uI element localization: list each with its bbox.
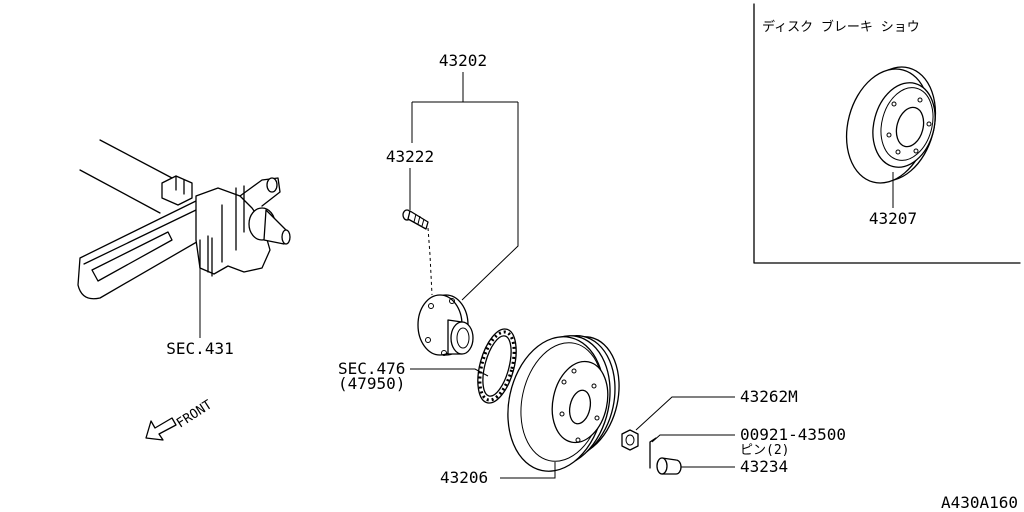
leader-pin [651,434,735,443]
disc-bolt-hole [926,121,932,127]
callout-labels: 43202 43222 SEC.431 SEC.476 (47950) 4320… [166,51,917,487]
callout-disc[interactable]: 43207 [869,209,917,228]
disc-bolt-hole [895,149,901,155]
sensor-ring-inner [482,335,512,397]
axle-rod-upper [99,139,173,179]
leader-sensor-section [410,368,489,377]
front-direction-indicator: FRONT [145,397,215,441]
callout-sensor-section-sub[interactable]: (47950) [338,374,405,393]
callout-hub-bolt[interactable]: 43222 [386,147,434,166]
leader-lines [199,72,894,479]
callout-pin-desc[interactable]: ピン(2) [740,443,789,458]
hub-bearing-face [450,321,474,355]
axle-beam [77,199,215,300]
disc-bolt-hole [917,97,923,103]
leader-hub-assembly [411,72,519,301]
callout-hub-assembly[interactable]: 43202 [439,51,487,70]
sensor-ring-teeth [478,330,516,402]
rear-axle-assembly [77,139,291,300]
drum-bolt-hole [594,415,600,421]
callout-pin-number[interactable]: 00921-43500 [740,425,846,444]
hub-assembly-drawing [417,294,474,356]
callout-drum[interactable]: 43206 [440,468,488,487]
drum-bolt-hole [561,379,567,385]
spindle-tip [281,229,291,245]
hub-cap-drawing [656,457,682,475]
disc-bolt-hole [913,148,919,154]
drum-center-hole [568,389,592,425]
axle-bracket [161,175,193,206]
callout-nut[interactable]: 43262M [740,387,798,406]
disc-bolt-hole [891,101,897,107]
inset-title: ディスク ブレーキ ショウ [762,19,920,35]
axle-beam-slot [91,231,173,282]
callout-cap[interactable]: 43234 [740,457,788,476]
callout-sensor-section[interactable]: SEC.476 [338,359,405,378]
hub-bolt-drawing [402,209,429,230]
hub-cap-face [656,457,668,475]
axle-rod-lower [79,169,161,214]
drum-bolt-hole [591,383,597,389]
brake-drum-drawing [507,335,620,472]
brake-disc-drawing [845,66,937,184]
hub-flange-hole [425,337,431,343]
disc-hat-inner [880,87,934,161]
front-arrow-icon [145,417,177,441]
hub-nut-drawing [621,429,639,451]
knuckle-arm [239,177,281,207]
knuckle-plate-lines [207,185,245,273]
knuckle-mount-eye [266,177,278,193]
inset-frame [753,3,1021,264]
axle-bracket-tab [175,175,185,195]
hub-flange-hole [428,303,434,309]
hub-bolt-shaft [407,210,429,230]
drum-bolt-hole [571,368,577,374]
cotter-pin-drawing [649,437,657,469]
front-label: FRONT [174,397,215,431]
drum-bolt-hole [559,411,565,417]
disc-center-hole [895,106,925,148]
knuckle-lower-links [199,237,213,277]
hub-bearing-bore [456,327,470,349]
hub-flange-hole [441,350,447,356]
hub-bolt-threads [413,213,425,227]
leader-drum [500,462,556,479]
sensor-rotor-ring [477,328,517,404]
disc-bolt-hole [886,132,892,138]
drum-bolt-hole [575,437,581,443]
figure-code: A430A160 [941,493,1018,512]
spindle-shaft [263,209,287,245]
bolt-insert-path [427,227,433,296]
hub-nut-hex [621,429,639,451]
callout-axle-section[interactable]: SEC.431 [166,339,233,358]
hub-nut-bore [625,434,635,446]
axle-beam-edge [83,209,197,265]
hub-flange-hole [449,298,455,304]
leader-nut [635,396,735,431]
